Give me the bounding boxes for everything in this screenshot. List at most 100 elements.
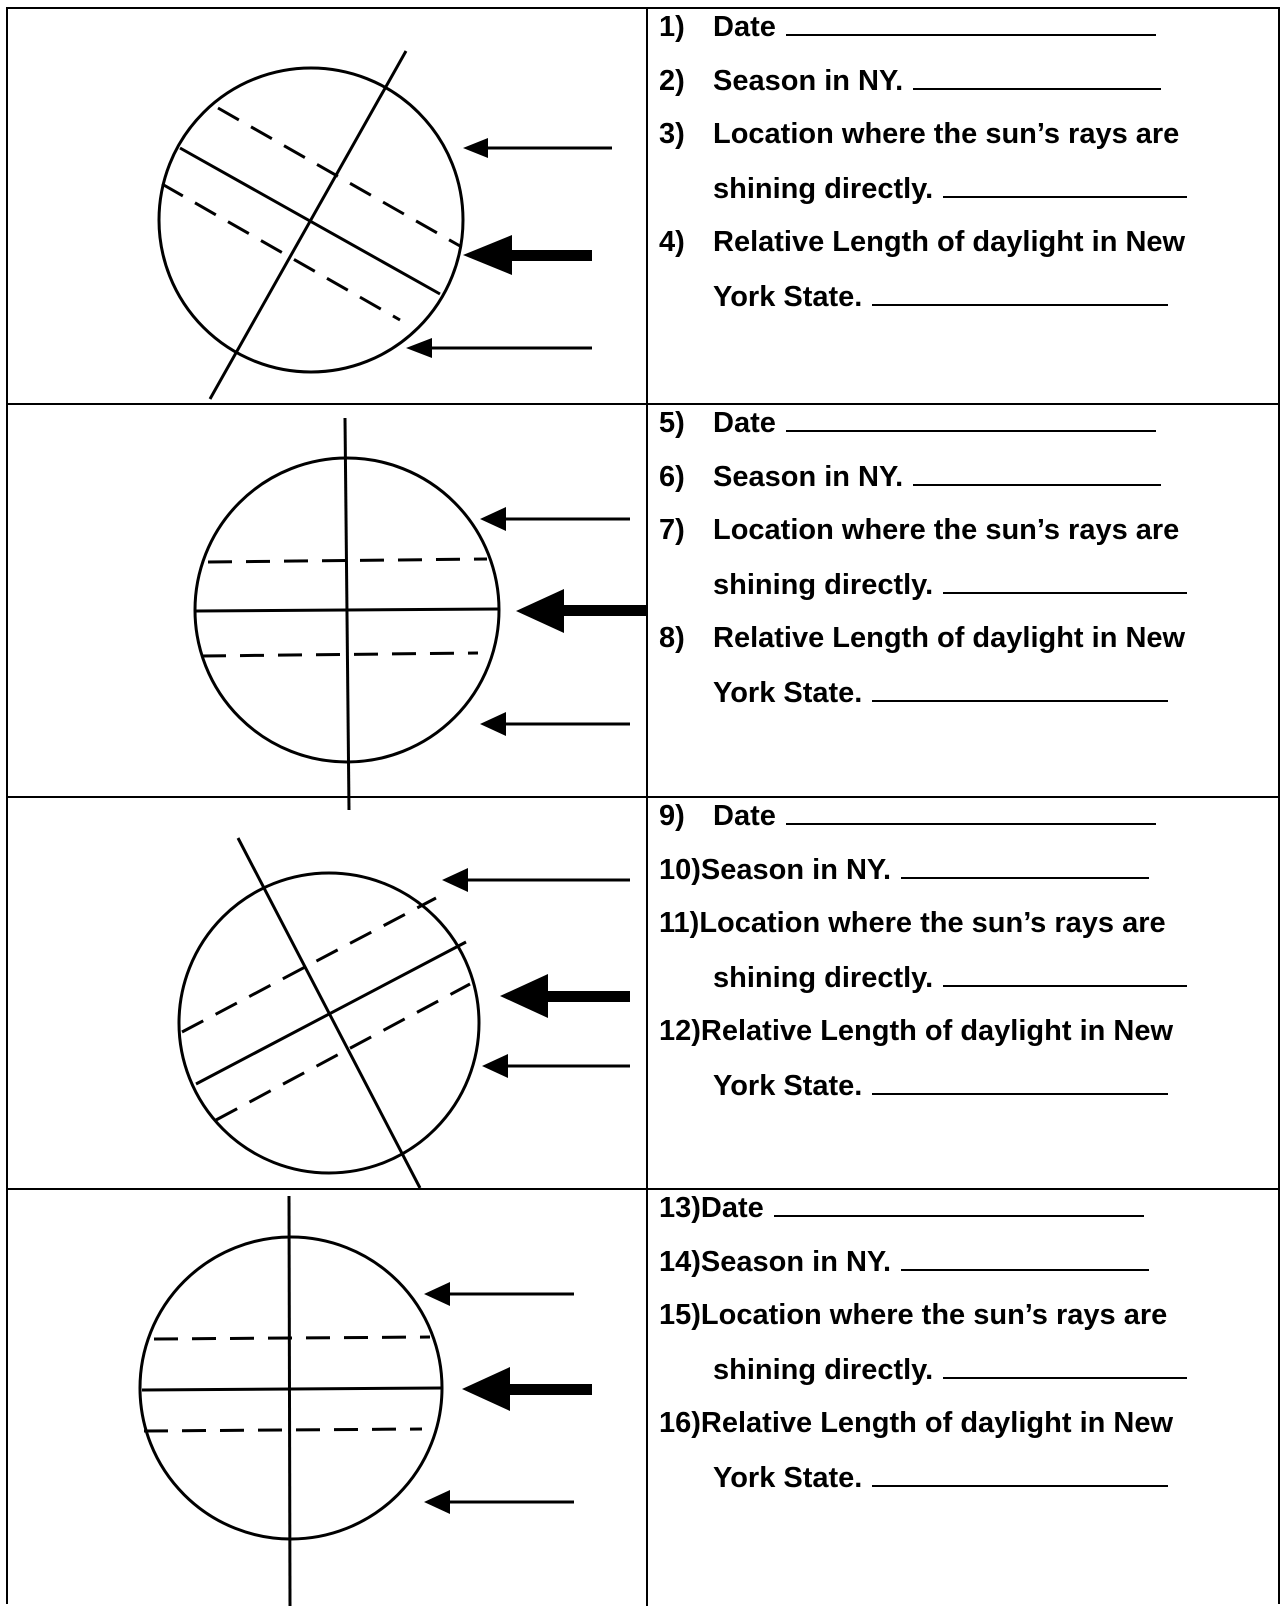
question-13: 13)Date (659, 1190, 1144, 1225)
tropic-south (215, 982, 471, 1122)
sun-ray-thick-shaft (556, 605, 648, 616)
equator (179, 146, 441, 296)
answer-blank[interactable] (773, 1190, 1144, 1217)
question-number: 5) (659, 407, 685, 439)
question-text: Season in NY. (700, 854, 892, 886)
question-3-continued: shining directly. (659, 171, 1188, 206)
answer-blank[interactable] (872, 675, 1169, 702)
question-text: York State. (713, 677, 863, 709)
earth-axis (208, 50, 408, 400)
sun-ray-thin-top-head (480, 507, 506, 531)
question-number: 9) (659, 800, 685, 832)
question-text: Date (713, 407, 776, 439)
question-text: Location where the sun’s rays are (713, 118, 1180, 150)
tropic-north (207, 557, 488, 564)
answer-blank[interactable] (872, 1460, 1169, 1487)
worksheet-row-2: 5) Date 6) Season in NY. 7) Location where … (8, 405, 1278, 811)
answer-blank[interactable] (901, 852, 1150, 879)
question-16: 16)Relative Length of daylight in New (659, 1406, 1173, 1440)
question-11-continued: shining directly. (659, 960, 1188, 995)
earth-diagram-2 (193, 417, 648, 811)
question-text: York State. (713, 281, 863, 313)
sun-ray-thick-head (462, 1367, 510, 1411)
sun-ray-thick-head (516, 589, 564, 633)
sun-ray-thick-head (500, 974, 548, 1018)
question-11: 11)Location where the sun’s rays are (659, 906, 1166, 940)
tropic-south (143, 1427, 423, 1433)
question-3: 3) Location where the sun’s rays are (659, 117, 1179, 151)
answer-blank[interactable] (913, 459, 1162, 486)
answer-blank[interactable] (785, 798, 1156, 825)
question-number: 4) (659, 226, 685, 258)
equator (141, 1386, 443, 1392)
question-number: 3) (659, 118, 685, 150)
earth-diagram-3 (177, 837, 630, 1189)
earth-diagram-4 (138, 1195, 592, 1606)
tropic-north (181, 896, 437, 1034)
question-12-continued: York State. (659, 1068, 1169, 1103)
answer-blank[interactable] (785, 405, 1156, 432)
question-16-continued: York State. (659, 1460, 1169, 1495)
question-text: Season in NY. (700, 1246, 892, 1278)
answer-blank[interactable] (785, 9, 1156, 36)
question-8: 8)Relative Length of daylight in New (659, 621, 1185, 655)
question-7-continued: shining directly. (659, 567, 1188, 602)
question-text: Relative Length of daylight in New (700, 1015, 1174, 1047)
question-text: Location where the sun’s rays are (713, 514, 1180, 546)
question-text: York State. (713, 1070, 863, 1102)
sun-ray-thick-shaft (538, 991, 630, 1002)
question-2: 2) Season in NY. (659, 63, 1162, 98)
answer-blank[interactable] (943, 171, 1188, 198)
question-6: 6) Season in NY. (659, 459, 1162, 494)
question-text: Season in NY. (713, 461, 904, 493)
sun-ray-thin-bottom-head (480, 712, 506, 736)
question-number: 12) (659, 1015, 701, 1047)
question-number: 2) (659, 65, 685, 97)
answer-blank[interactable] (943, 1352, 1188, 1379)
question-number: 7) (659, 514, 685, 546)
answer-blank[interactable] (901, 1244, 1150, 1271)
question-text: Date (713, 800, 776, 832)
answer-blank[interactable] (943, 567, 1188, 594)
sun-ray-thick-head (463, 235, 512, 275)
worksheet-row-3: 9)Date 10)Season in NY. 11)Location wher… (8, 798, 1278, 1190)
question-12: 12)Relative Length of daylight in New (659, 1014, 1173, 1048)
question-5: 5) Date (659, 405, 1156, 440)
question-number: 11) (659, 907, 700, 939)
question-number: 14) (659, 1246, 701, 1278)
equator (195, 940, 467, 1086)
question-number: 6) (659, 461, 685, 493)
answer-blank[interactable] (872, 1068, 1169, 1095)
earth-axis (343, 417, 351, 811)
sun-ray-thin-bottom-head (482, 1054, 508, 1078)
question-8-continued: York State. (659, 675, 1169, 710)
answer-blank[interactable] (872, 279, 1169, 306)
tropic-north (217, 106, 461, 248)
question-text: shining directly. (713, 173, 934, 205)
worksheet-row-1: 1)Date 2)Season in NY. 3)Location where … (8, 9, 1278, 405)
question-text: shining directly. (713, 962, 934, 994)
sun-ray-thin-bottom-head (424, 1490, 450, 1514)
question-text: Season in NY. (713, 65, 904, 97)
question-text: Location where the sun’s rays are (700, 1299, 1168, 1331)
question-text: Location where the sun’s rays are (699, 907, 1166, 939)
tropic-north (153, 1335, 431, 1341)
equator (195, 607, 500, 613)
tropic-south (201, 651, 479, 658)
question-number: 16) (659, 1407, 701, 1439)
earth-outline (177, 871, 481, 1175)
column-divider (646, 405, 648, 796)
question-text: shining directly. (713, 569, 934, 601)
question-text: Relative Length of daylight in New (713, 226, 1186, 258)
question-4: 4) Relative Length of daylight in New (659, 225, 1185, 259)
worksheet-row-4: 13)Date 14)Season in NY. 15)Location whe… (8, 1190, 1278, 1606)
answer-blank[interactable] (913, 63, 1162, 90)
earth-outline (157, 66, 465, 374)
question-4-continued: York State. (659, 279, 1169, 314)
earth-diagram-1 (157, 50, 612, 400)
answer-blank[interactable] (943, 960, 1188, 987)
column-divider (646, 798, 648, 1188)
sun-ray-thin-bottom-head (406, 338, 432, 358)
question-15-continued: shining directly. (659, 1352, 1188, 1387)
question-15: 15)Location where the sun’s rays are (659, 1298, 1167, 1332)
